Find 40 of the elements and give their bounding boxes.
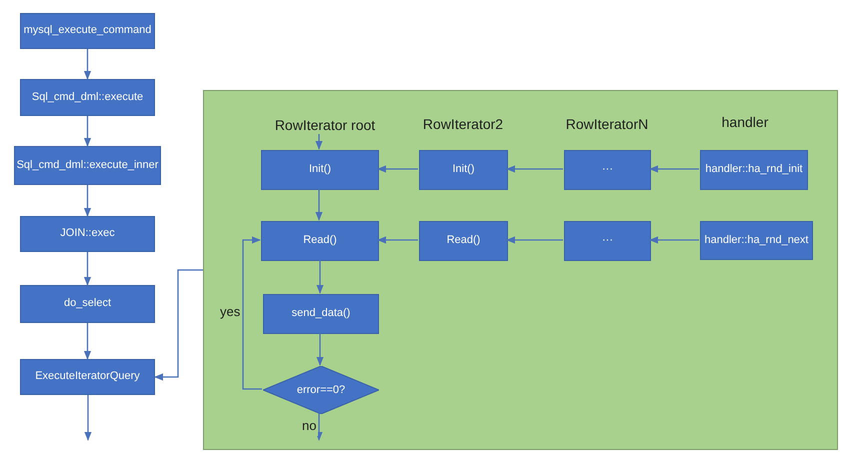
process-box: Sql_cmd_dml::execute bbox=[20, 79, 155, 116]
process-box: Init() bbox=[261, 150, 379, 190]
process-box: JOIN::exec bbox=[20, 216, 155, 252]
process-box: Read() bbox=[419, 221, 508, 261]
arrow bbox=[315, 189, 323, 221]
process-box: Sql_cmd_dml::execute_inner bbox=[14, 146, 161, 185]
arrow bbox=[316, 260, 324, 294]
arrow bbox=[316, 333, 324, 366]
column-heading: RowIterator2 bbox=[422, 115, 504, 134]
process-box: send_data() bbox=[263, 294, 379, 334]
column-heading: RowIterator root bbox=[274, 116, 376, 134]
arrow bbox=[84, 116, 92, 147]
column-heading: RowIteratorN bbox=[566, 115, 648, 134]
arrow bbox=[506, 165, 563, 173]
decision-diamond: error==0? bbox=[263, 366, 379, 414]
panel-background bbox=[203, 90, 838, 450]
process-box: ··· bbox=[564, 221, 651, 261]
process-box: ··· bbox=[564, 150, 651, 190]
column-heading: handler bbox=[722, 113, 768, 132]
process-box: handler::ha_rnd_next bbox=[700, 221, 813, 260]
arrow bbox=[84, 252, 92, 286]
arrow bbox=[377, 236, 418, 244]
process-box: Init() bbox=[419, 150, 508, 190]
arrow bbox=[315, 413, 323, 441]
arrow bbox=[84, 185, 92, 217]
process-box: ExecuteIteratorQuery bbox=[20, 359, 155, 395]
arrow bbox=[242, 236, 262, 390]
arrow bbox=[315, 134, 323, 150]
arrow bbox=[506, 236, 563, 244]
arrow bbox=[84, 323, 92, 360]
process-box: mysql_execute_command bbox=[20, 13, 155, 49]
arrow bbox=[649, 236, 699, 244]
arrow bbox=[649, 165, 699, 173]
arrow bbox=[377, 165, 418, 173]
arrow bbox=[154, 269, 203, 381]
process-box: Read() bbox=[261, 221, 379, 261]
process-box: do_select bbox=[20, 285, 155, 323]
arrow bbox=[84, 395, 92, 441]
arrow bbox=[84, 49, 92, 80]
process-box: handler::ha_rnd_init bbox=[700, 150, 808, 190]
